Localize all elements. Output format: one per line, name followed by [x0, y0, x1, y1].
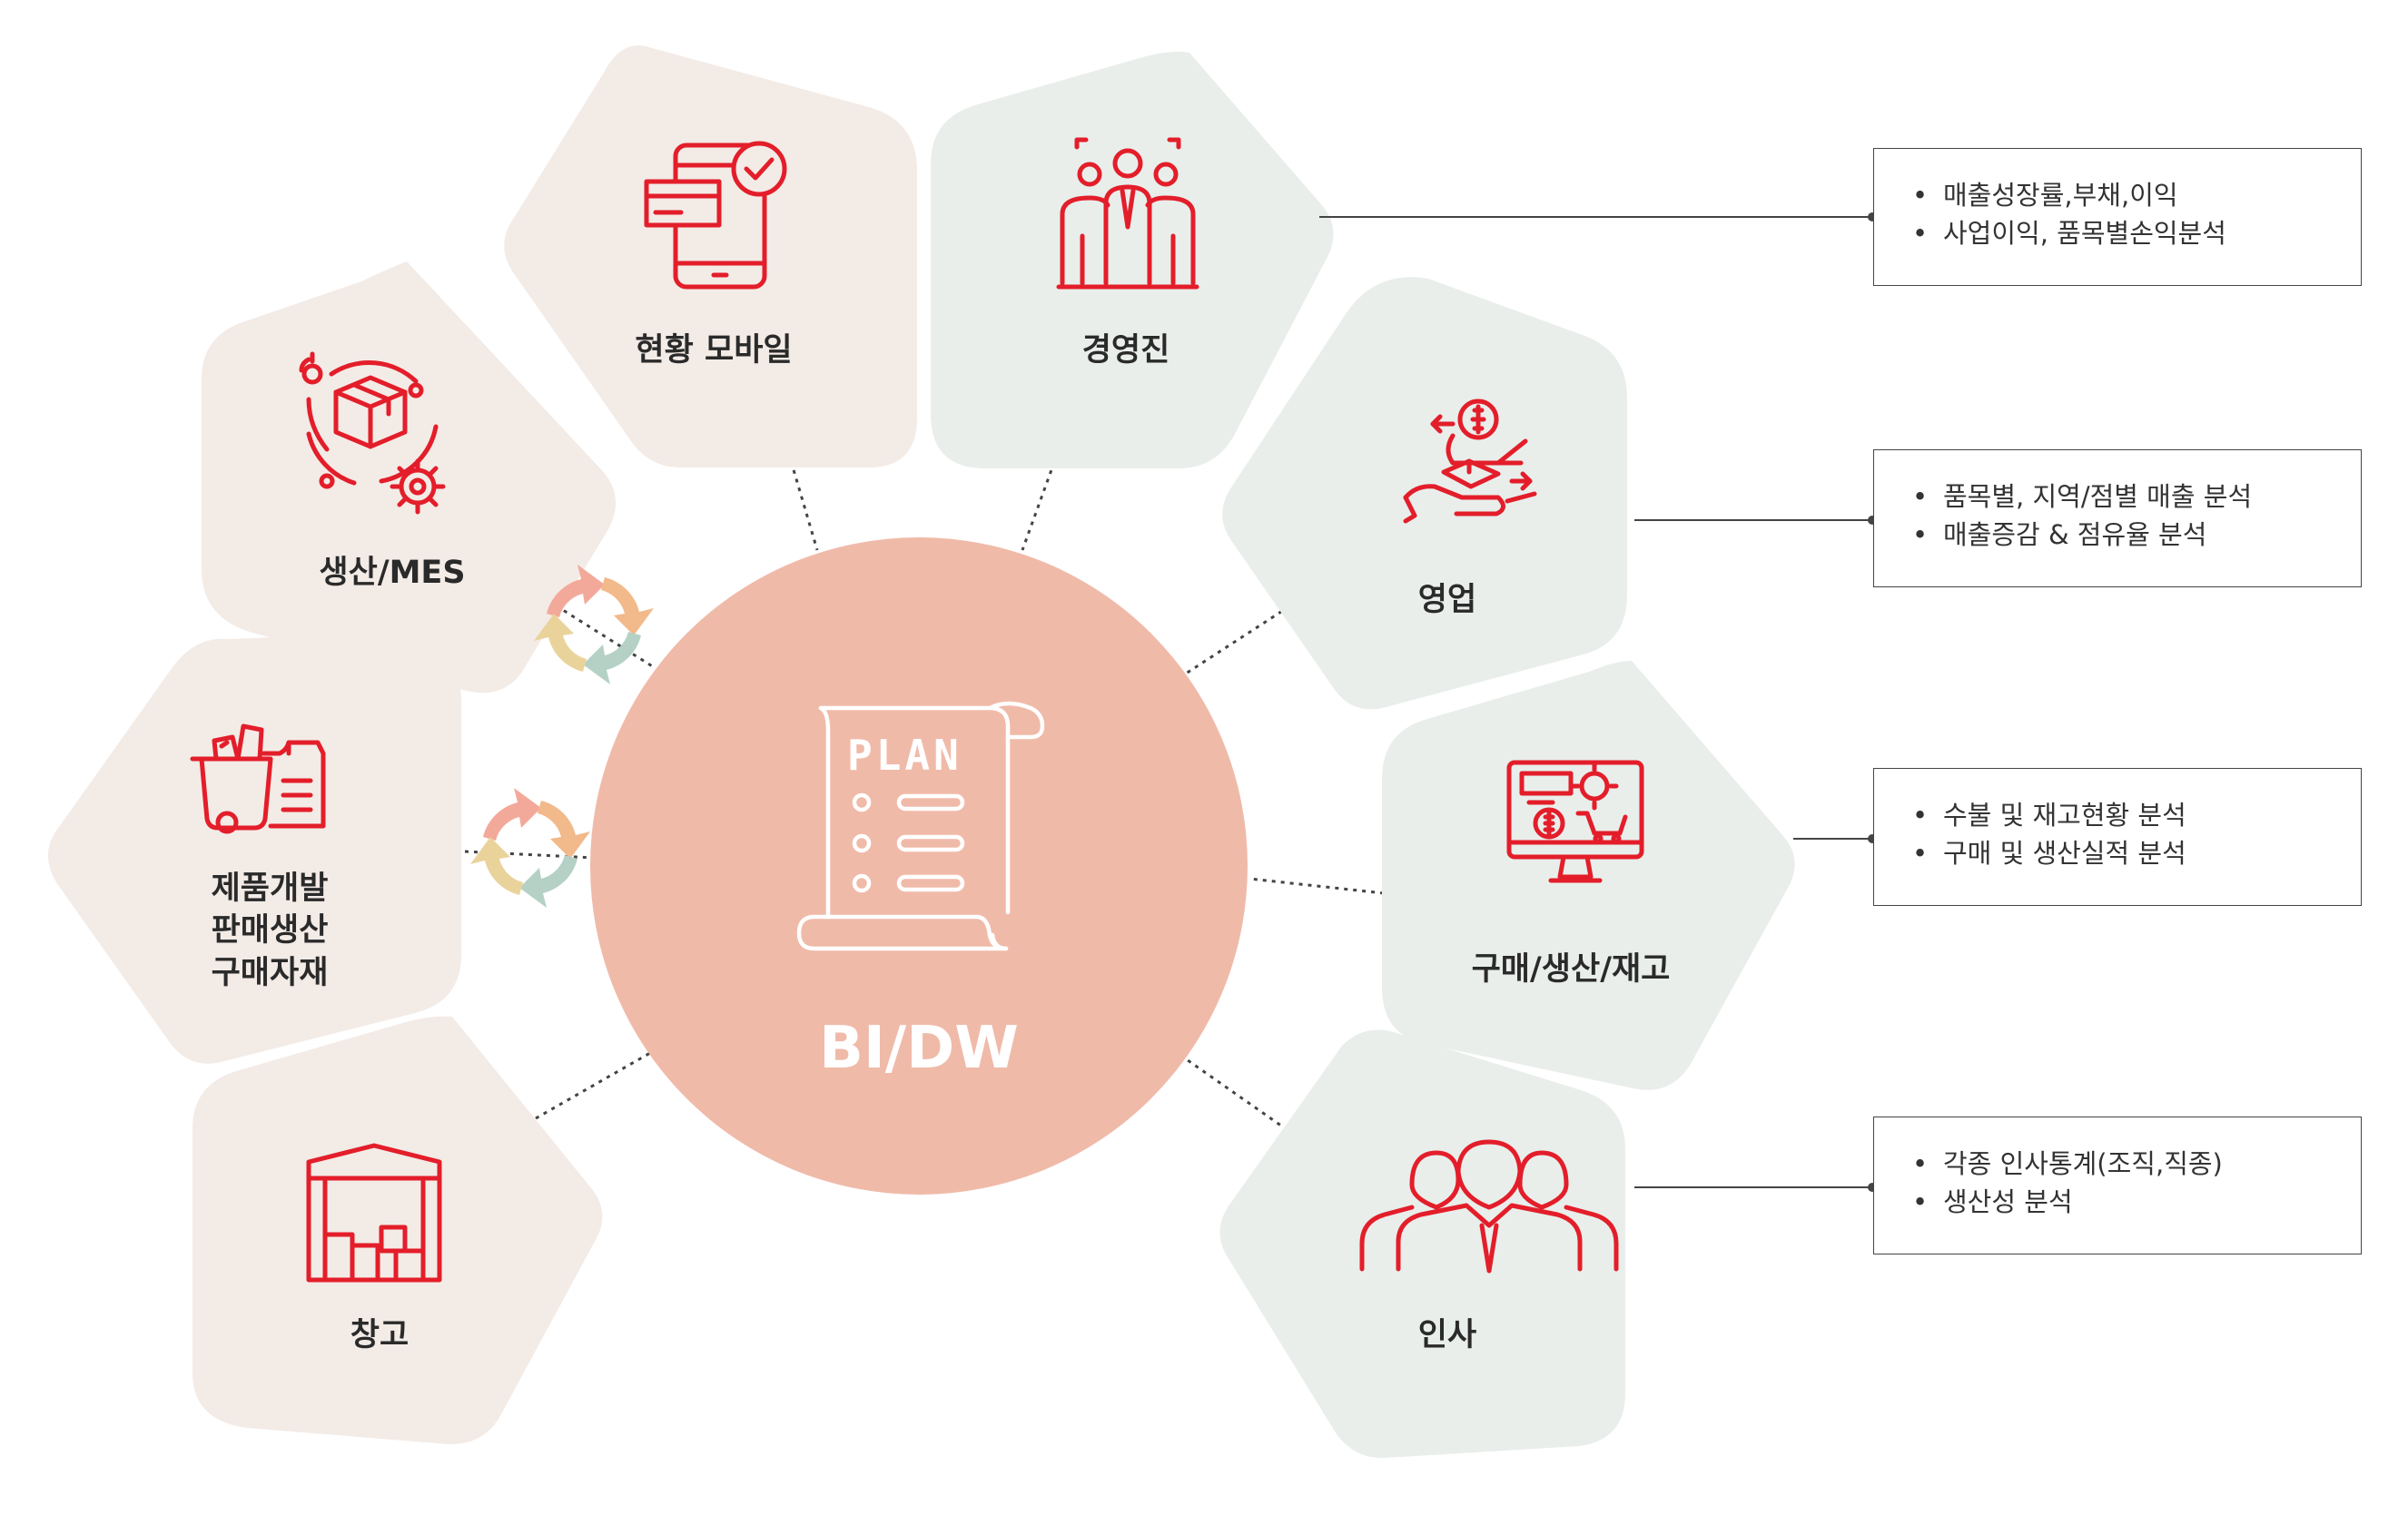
info-box-purchase: 수불 및 재고현황 분석 구매 및 생산실적 분석 [1873, 768, 2362, 906]
cycle-arrows-upper [534, 565, 654, 684]
info-item: 품목별, 지역/점별 매출 분석 [1912, 477, 2361, 516]
cycle-arrows-lower [470, 788, 590, 908]
executives-icon [1056, 137, 1199, 290]
monitor-commerce-icon [1506, 760, 1644, 883]
node-warehouse[interactable] [192, 1016, 603, 1445]
node-product-label-3: 구매자재 [212, 955, 329, 991]
plan-scroll-icon [796, 701, 1045, 951]
info-item: 각종 인사통계(조직,직종) [1912, 1145, 2361, 1183]
mobile-check-icon [644, 141, 787, 290]
warehouse-icon [306, 1143, 442, 1283]
sales-exchange-icon [1403, 398, 1537, 524]
center-title: BI/DW [819, 1015, 1019, 1082]
node-hr-label: 인사 [1418, 1317, 1476, 1353]
box-gear-cycle-icon [299, 351, 446, 515]
info-item: 생산성 분석 [1912, 1183, 2361, 1221]
info-box-sales: 품목별, 지역/점별 매출 분석 매출증감 & 점유율 분석 [1873, 449, 2362, 587]
info-item: 매출성장률,부채,이익 [1912, 176, 2361, 214]
info-item: 수불 및 재고현황 분석 [1912, 796, 2361, 834]
info-item: 사업이익, 품목별손익분석 [1912, 214, 2361, 252]
info-item: 구매 및 생산실적 분석 [1912, 834, 2361, 872]
node-product-label-1: 제품개발 [212, 871, 329, 907]
node-sales[interactable] [1222, 277, 1627, 710]
node-product-label-2: 판매생산 [212, 912, 329, 949]
node-sales-label: 영업 [1418, 582, 1476, 618]
cart-bags-icon [190, 723, 326, 834]
node-product[interactable] [47, 633, 462, 1064]
node-warehouse-label: 창고 [350, 1317, 409, 1353]
node-mobile[interactable] [504, 45, 917, 468]
node-purchase-label: 구매/생산/재고 [1472, 951, 1671, 988]
plan-label: PLAN [847, 731, 962, 780]
node-mes-label: 생산/MES [319, 555, 465, 591]
node-mobile-label: 현황 모바일 [635, 332, 792, 369]
center-hub[interactable]: PLAN BI/DW [590, 537, 1248, 1195]
node-executive[interactable] [931, 51, 1334, 468]
info-item: 매출증감 & 점유율 분석 [1912, 516, 2361, 554]
info-box-executive: 매출성장률,부채,이익 사업이익, 품목별손익분석 [1873, 148, 2362, 286]
node-executive-label: 경영진 [1082, 332, 1170, 369]
node-hr[interactable] [1219, 1029, 1626, 1459]
people-group-icon [1359, 1139, 1619, 1274]
info-box-hr: 각종 인사통계(조직,직종) 생산성 분석 [1873, 1117, 2362, 1254]
